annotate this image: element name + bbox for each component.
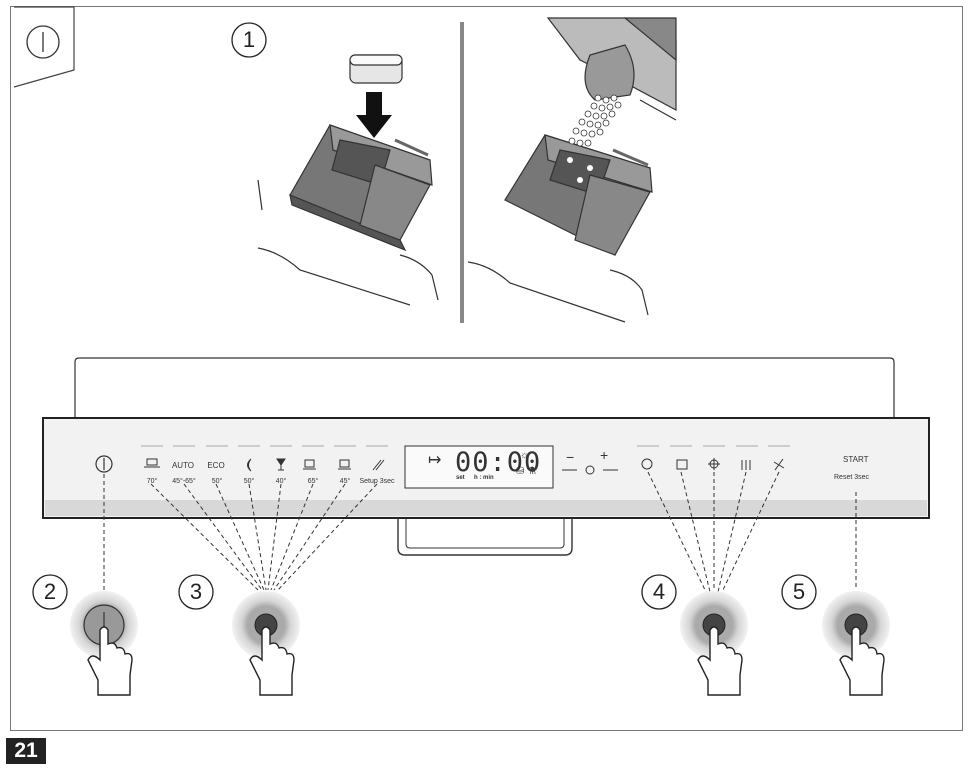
hand-icon-3 (249, 626, 295, 696)
glass-icon[interactable] (276, 458, 286, 471)
step-circles (32, 22, 817, 610)
program-temp: 50° (243, 478, 255, 485)
step-number-5: 5 (792, 579, 806, 604)
delay-controls[interactable] (562, 465, 618, 475)
hand-icon-2 (87, 626, 133, 696)
program-temp: 45° (339, 478, 351, 485)
option-3-icon[interactable] (708, 458, 720, 470)
program-temp: 45°-65° (172, 478, 196, 485)
figure-number: 21 (6, 738, 46, 764)
program-name-auto[interactable]: AUTO (171, 461, 195, 470)
step-number-2: 2 (43, 579, 57, 604)
option-5-icon[interactable] (773, 458, 785, 471)
display-time: 00:00 (455, 447, 542, 478)
night-icon[interactable] (247, 458, 252, 472)
tablet-dispenser-illustration (257, 54, 439, 306)
quick-icon[interactable] (338, 459, 351, 470)
start-label[interactable]: START (843, 455, 869, 464)
program-temp: 50° (211, 478, 223, 485)
salt-indicator-icon: ⛁ ⚗ (516, 466, 537, 477)
press-button-2 (70, 591, 138, 659)
step-number-4: 4 (652, 579, 666, 604)
delay-plus-button[interactable]: + (600, 447, 609, 463)
quick-1h-icon[interactable] (303, 459, 316, 470)
delay-minus-button[interactable]: − (566, 449, 575, 465)
dishwasher-door (74, 357, 895, 418)
figure-frame (10, 6, 963, 731)
option-2-icon[interactable] (676, 459, 688, 470)
setup-icon[interactable] (372, 459, 385, 471)
delay-arrow-icon: ↦ (428, 452, 442, 469)
panel-power-icon[interactable] (95, 455, 113, 473)
power-icon-box (13, 6, 75, 88)
program-name-eco[interactable]: ECO (207, 461, 225, 470)
option-1-icon[interactable] (641, 458, 653, 470)
door-handle (397, 518, 573, 556)
program-temp: 65° (307, 478, 319, 485)
program-temp: Setup 3sec (359, 478, 395, 485)
hand-icon-4 (697, 626, 743, 696)
program-temp: 40° (275, 478, 287, 485)
clock-icon (585, 465, 595, 475)
program-temp: 70° (146, 478, 158, 485)
lcd-display (404, 445, 554, 489)
display-set-label: set (456, 475, 465, 481)
press-button-3 (232, 591, 300, 659)
press-button-4 (680, 591, 748, 659)
powder-dispenser-illustration (467, 17, 677, 323)
step-number-3: 3 (189, 579, 203, 604)
pots-icon[interactable] (144, 458, 160, 468)
hand-icons (87, 626, 885, 696)
rinse-aid-indicator-icon: ☼ (520, 450, 530, 461)
press-button-5 (822, 591, 890, 659)
hand-icon-5 (839, 626, 885, 696)
reset-label: Reset 3sec (834, 474, 870, 481)
display-hmin-label: h : min (474, 475, 494, 481)
step-number-1: 1 (242, 27, 256, 52)
option-4-icon[interactable] (741, 460, 751, 470)
connector-lines (103, 471, 857, 598)
